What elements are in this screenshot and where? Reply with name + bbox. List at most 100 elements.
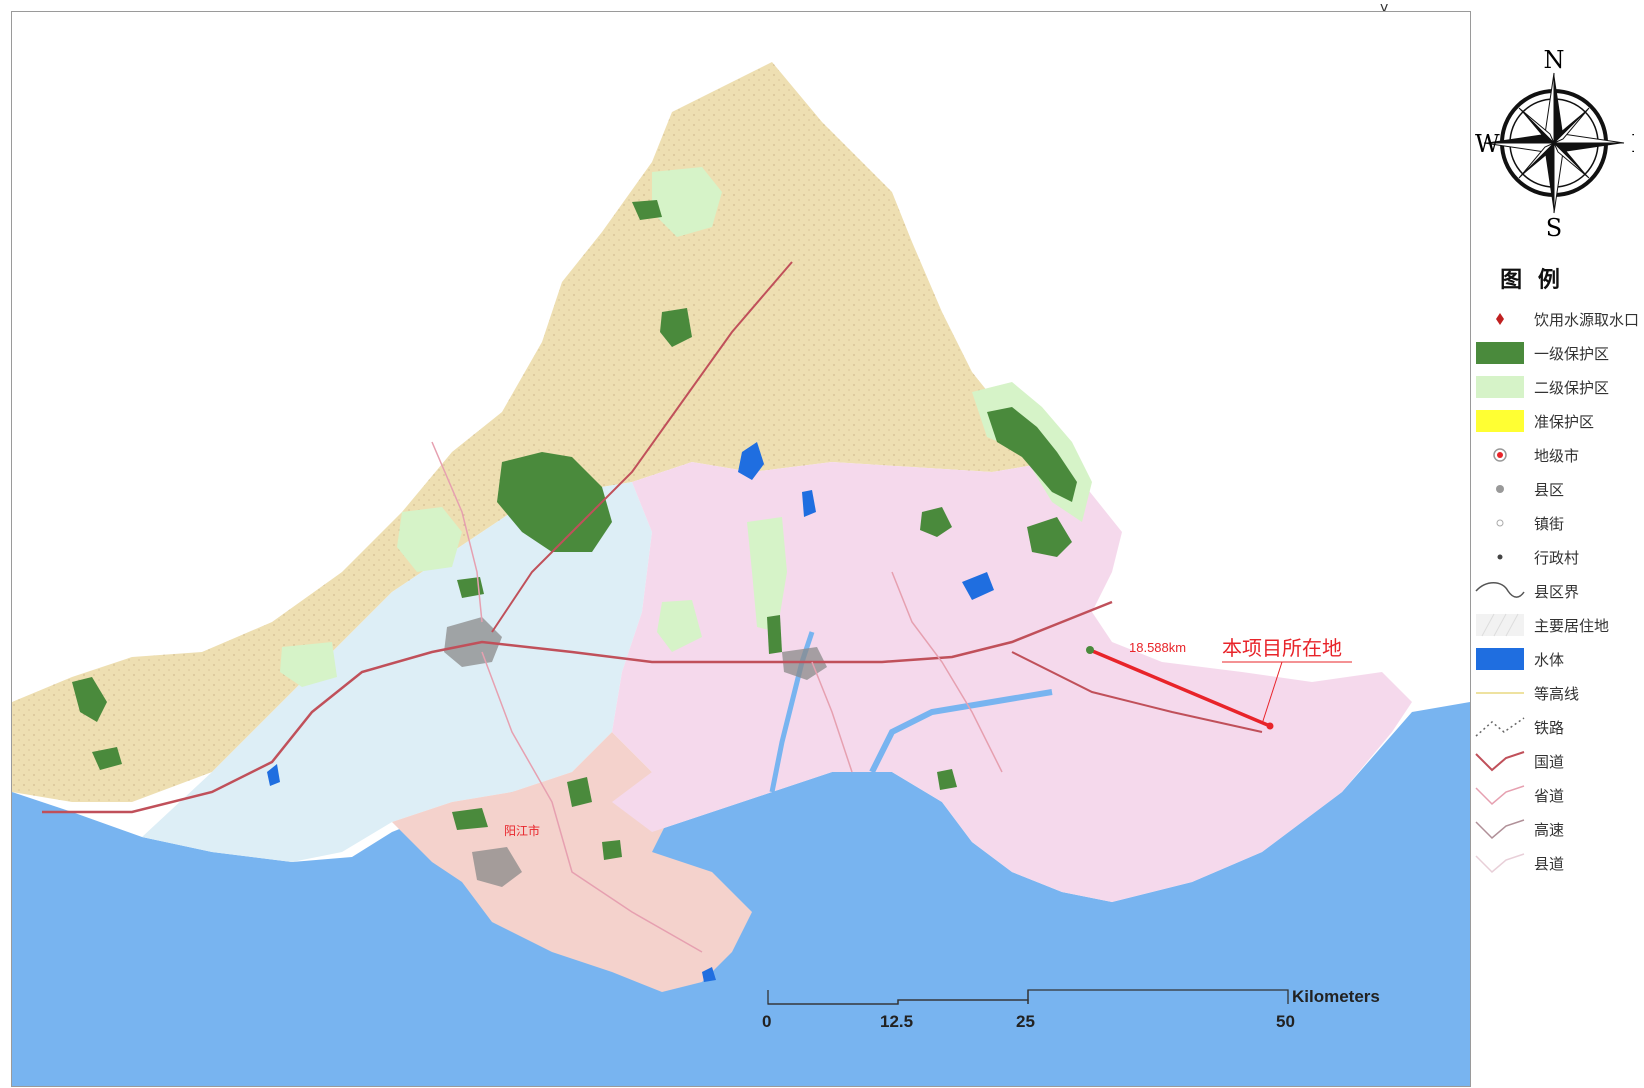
map-frame: 18.588km 本项目所在地 阳江市 Kilometers 0 12.5 25… (11, 11, 1471, 1087)
scale-tick-50: 50 (1276, 1012, 1295, 1031)
city-name-label: 阳江市 (504, 824, 541, 838)
legend-label: 水体 (1534, 650, 1565, 669)
legend-item-residential: 主要居住地 (1474, 608, 1644, 642)
province-road-4 (431, 441, 483, 623)
land-central-county (142, 482, 652, 862)
legend-label: 二级保护区 (1534, 378, 1610, 397)
scale-bar (767, 989, 1289, 1005)
compass-rose-icon: N S W E (1475, 46, 1644, 242)
map-legend: 图 例 饮用水源取水口 一级保护区 二级保护区 准保护区 地级市 县区 镇街 行… (1474, 262, 1644, 880)
primary-zone-n1 (660, 308, 692, 347)
province-road-icon (1475, 785, 1525, 806)
light-green-box-icon (1476, 376, 1524, 398)
primary-zone-ne-small (920, 507, 952, 537)
province-road-1 (481, 651, 703, 953)
scale-tick-12-5: 12.5 (880, 1012, 914, 1031)
secondary-zone-west (397, 507, 462, 572)
expressway-icon (1475, 819, 1525, 840)
contour-line-icon (1476, 692, 1524, 694)
national-road-main (42, 600, 1113, 814)
grey-dot-icon (1496, 485, 1504, 493)
province-road-3 (891, 571, 1003, 773)
compass-n: N (1544, 46, 1565, 74)
boundary-line-icon (1475, 582, 1525, 598)
legend-item-city: 地级市 (1474, 438, 1644, 472)
river-east (869, 689, 1053, 774)
legend-item-town: 镇街 (1474, 506, 1644, 540)
legend-label: 县区 (1534, 480, 1565, 499)
small-black-dot-icon (1497, 554, 1503, 560)
legend-item-railway: 铁路 (1474, 710, 1644, 744)
legend-item-boundary: 县区界 (1474, 574, 1644, 608)
secondary-zone-central (657, 600, 702, 652)
primary-zone-c1 (457, 577, 484, 598)
legend-label: 准保护区 (1534, 412, 1595, 431)
scale-tick-0: 0 (762, 1012, 772, 1031)
legend-item-province-road: 省道 (1474, 778, 1644, 812)
province-road-2 (811, 661, 853, 773)
legend-label: 镇街 (1534, 514, 1565, 533)
land-east-county (612, 462, 1412, 902)
red-star-circle-icon (1493, 448, 1507, 462)
legend-label: 等高线 (1534, 684, 1580, 703)
hatched-box-icon (1476, 613, 1524, 637)
compass-e: E (1631, 130, 1634, 158)
legend-item-county-road: 县道 (1474, 846, 1644, 880)
legend-item-water: 水体 (1474, 642, 1644, 676)
project-site-label: 本项目所在地 (1222, 636, 1342, 660)
compass-w: W (1475, 130, 1500, 158)
national-road-north (491, 261, 793, 633)
legend-label: 国道 (1534, 752, 1565, 771)
project-point (1266, 722, 1274, 730)
lake-south (702, 967, 716, 982)
legend-label: 地级市 (1534, 446, 1580, 465)
scale-unit: Kilometers (1292, 987, 1380, 1006)
legend-label: 饮用水源取水口 (1534, 310, 1640, 329)
project-leader-line (1261, 661, 1283, 725)
primary-zone-west (72, 677, 107, 722)
primary-zone-s2 (602, 840, 622, 860)
legend-item-secondary: 二级保护区 (1474, 370, 1644, 404)
primary-zone-east (1027, 517, 1072, 557)
legend-item-quasi: 准保护区 (1474, 404, 1644, 438)
lake-north (738, 442, 764, 480)
lake-central (802, 490, 816, 517)
national-road-east (1011, 651, 1263, 733)
primary-zone-c2 (567, 777, 592, 807)
compass-s: S (1546, 214, 1562, 242)
legend-item-intake: 饮用水源取水口 (1474, 302, 1644, 336)
legend-item-primary: 一级保护区 (1474, 336, 1644, 370)
legend-item-expressway: 高速 (1474, 812, 1644, 846)
yellow-box-icon (1476, 410, 1524, 432)
secondary-zone-north (652, 167, 722, 237)
county-road-icon (1475, 853, 1525, 874)
national-road-icon (1475, 751, 1525, 772)
primary-zone-s1 (452, 808, 488, 830)
legend-label: 省道 (1534, 786, 1565, 805)
railway-line-icon (1475, 717, 1525, 737)
lake-west (267, 764, 280, 786)
regional-water-protection-map (12, 12, 1470, 1086)
primary-zone-wsw (92, 747, 122, 770)
legend-item-county: 县区 (1474, 472, 1644, 506)
secondary-zone-southwest (280, 642, 337, 687)
primary-zone-n2 (632, 200, 662, 220)
dark-green-box-icon (1476, 342, 1524, 364)
primary-zone-northeast (987, 407, 1077, 502)
scale-tick-25: 25 (1016, 1012, 1035, 1031)
city-patch-south (472, 847, 522, 887)
distance-line (1089, 648, 1271, 728)
legend-label: 行政村 (1534, 548, 1580, 567)
legend-label: 一级保护区 (1534, 344, 1610, 363)
legend-label: 县道 (1534, 854, 1565, 873)
small-white-dot-icon (1496, 519, 1504, 527)
legend-label: 铁路 (1534, 718, 1565, 737)
primary-zone-river (767, 615, 782, 654)
contour-texture (12, 62, 1052, 802)
blue-box-icon (1476, 648, 1524, 670)
legend-label: 主要居住地 (1534, 616, 1610, 635)
primary-zone-e2 (937, 769, 957, 790)
distance-label: 18.588km (1129, 640, 1187, 655)
lake-east (962, 572, 994, 600)
legend-item-contour: 等高线 (1474, 676, 1644, 710)
